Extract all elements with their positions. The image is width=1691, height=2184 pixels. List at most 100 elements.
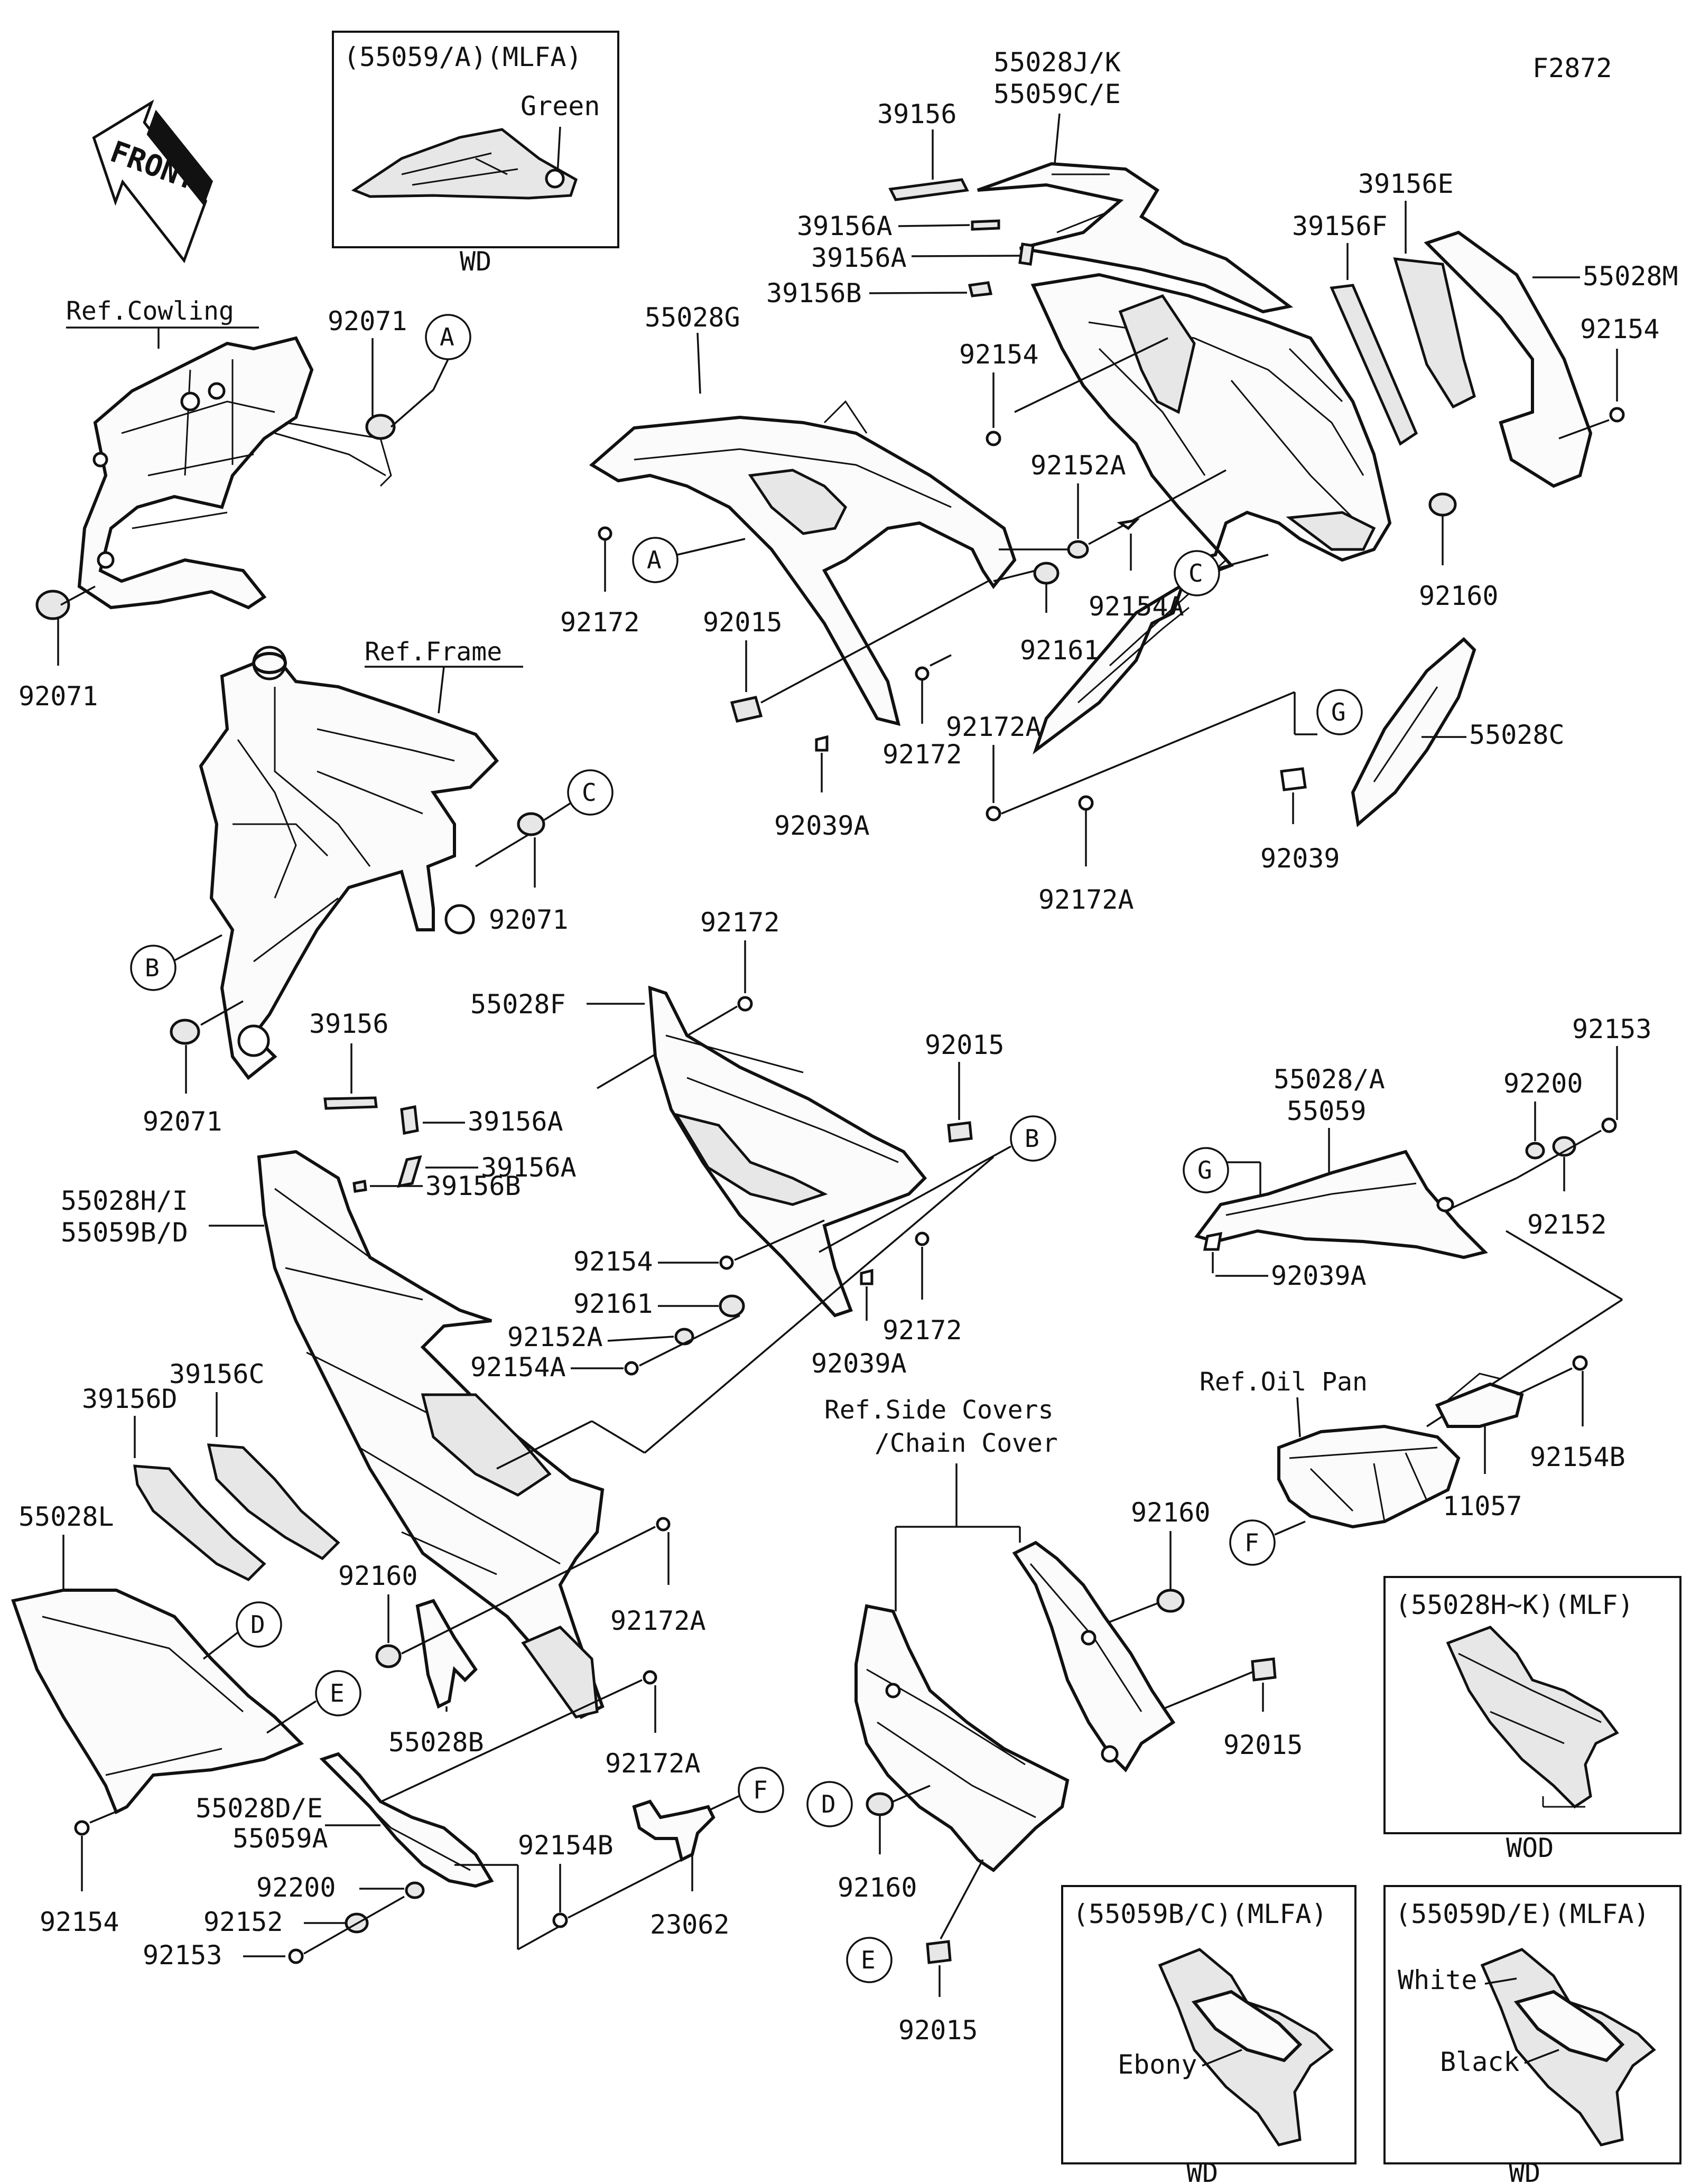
label-92154b-r: 92154B (1530, 1442, 1625, 1472)
label-92160-br2: 92160 (838, 1872, 917, 1903)
label-92172-tc: 92172 (882, 739, 962, 770)
upper-fairing-55028jk (977, 162, 1294, 314)
label-55059a: 55059A (233, 1823, 328, 1854)
bracket-55028c (1351, 637, 1476, 827)
lower-fairing-55028hi (257, 1150, 605, 1719)
label-92153-r: 92153 (1572, 1014, 1652, 1044)
label-55028jk: 55028J/K (993, 47, 1121, 78)
callout-b-1: B (145, 954, 160, 982)
inset-bc-footer: WD (1186, 2158, 1218, 2184)
inner-cowl-55028g (589, 400, 1017, 726)
ref-side-covers-1: Ref.Side Covers (824, 1395, 1053, 1425)
label-92200-r: 92200 (1503, 1068, 1583, 1099)
label-92172a-1: 92172A (946, 712, 1042, 742)
label-92015-br: 92015 (1223, 1730, 1303, 1760)
label-92152a-tc: 92152A (1030, 450, 1126, 481)
side-cover-right (1012, 1541, 1176, 1772)
label-92015-mid: 92015 (925, 1030, 1005, 1060)
label-39156-top: 39156 (877, 99, 957, 129)
callout-c-2: C (1188, 559, 1203, 587)
label-55028c: 55028C (1469, 720, 1565, 750)
label-39156a-mid-2: 39156A (481, 1152, 577, 1183)
label-92152a-mid: 92152A (507, 1322, 603, 1352)
label-92161-tc: 92161 (1020, 635, 1100, 666)
label-39156e: 39156E (1358, 169, 1454, 199)
inset-bc-title: (55059B/C)(MLFA) (1073, 1899, 1327, 1929)
label-92039a-r: 92039A (1271, 1261, 1367, 1291)
label-92152-r: 92152 (1527, 1209, 1607, 1240)
label-92154-bl: 92154 (40, 1907, 119, 1937)
under-cowl-55028l (11, 1589, 304, 1815)
label-39156a-top-1: 39156A (797, 211, 893, 241)
label-92152-bl: 92152 (203, 1907, 283, 1937)
label-23062: 23062 (650, 1909, 730, 1940)
inset-55059bc-mlfa: (55059B/C)(MLFA) Ebony WD (1061, 1885, 1356, 2184)
label-55028l: 55028L (18, 1501, 114, 1532)
label-39156c: 39156C (169, 1359, 265, 1389)
inset-55059a-mlfa: (55059/A)(MLFA) Green WD (332, 31, 619, 277)
label-92200-bl: 92200 (256, 1872, 336, 1903)
side-cover-55028de (319, 1752, 494, 1888)
inset-top-color-note: Green (521, 91, 600, 122)
label-11057: 11057 (1443, 1491, 1522, 1522)
label-39156b-mid: 39156B (425, 1171, 521, 1201)
label-92154a-tc: 92154A (1089, 591, 1184, 622)
label-92015-br2: 92015 (898, 2015, 978, 2046)
label-92154-mid: 92154 (573, 1246, 653, 1277)
bracket-55028b (415, 1599, 478, 1709)
label-55059ce: 55059C/E (993, 79, 1121, 109)
label-92153-bl: 92153 (143, 1940, 222, 1971)
callout-g-1: G (1331, 698, 1346, 726)
inset-de-color-note-2: Black (1440, 2047, 1520, 2077)
label-92015-tc: 92015 (703, 607, 783, 638)
label-92161-mid: 92161 (573, 1289, 653, 1319)
callout-f-2: F (1244, 1528, 1259, 1557)
label-92160-bl: 92160 (338, 1561, 418, 1591)
label-39156b-top: 39156B (766, 278, 862, 309)
label-55028b: 55028B (388, 1727, 484, 1758)
label-55059: 55059 (1287, 1096, 1367, 1126)
label-55028m: 55028M (1583, 261, 1678, 292)
label-92071-3: 92071 (489, 904, 569, 935)
label-92154-tr: 92154 (1580, 314, 1660, 344)
label-55028de: 55028D/E (196, 1793, 323, 1824)
label-92039a-tc: 92039A (774, 810, 870, 841)
label-92172a-2: 92172A (1038, 884, 1134, 915)
callout-b-2: B (1025, 1124, 1039, 1153)
inset-top-title: (55059/A)(MLFA) (343, 42, 582, 72)
callout-a-1: A (440, 323, 454, 351)
label-39156f: 39156F (1292, 211, 1388, 241)
cowling-bracket (77, 336, 392, 610)
label-92039: 92039 (1260, 843, 1340, 874)
label-92154a-mid: 92154A (470, 1352, 566, 1383)
side-cover-left (854, 1604, 1070, 1872)
label-39156a-top-2: 39156A (811, 242, 907, 273)
label-55059bd: 55059B/D (61, 1217, 188, 1248)
callout-c-1: C (582, 778, 597, 807)
label-55028f: 55028F (470, 989, 566, 1020)
label-55028a: 55028/A (1274, 1064, 1385, 1095)
bracket-23062 (632, 1799, 716, 1862)
inset-de-footer: WD (1509, 2158, 1540, 2184)
callout-d-1: D (250, 1610, 265, 1639)
label-92160-br: 92160 (1131, 1497, 1211, 1528)
label-39156d: 39156D (82, 1384, 178, 1414)
callout-e-2: E (861, 1946, 876, 1974)
label-92172a-bl1: 92172A (610, 1606, 706, 1636)
diagram-code: F2872 (1532, 53, 1612, 83)
label-92071-2: 92071 (18, 681, 98, 712)
label-55028g: 55028G (645, 302, 740, 333)
label-92154-tc: 92154 (959, 339, 1039, 370)
oil-pan (1277, 1373, 1524, 1529)
label-55028hi: 55028H/I (61, 1186, 188, 1216)
label-39156-mid: 39156 (309, 1009, 389, 1039)
callout-f-1: F (753, 1776, 768, 1804)
cover-55028a (1194, 1150, 1488, 1259)
frame (199, 646, 499, 1080)
inset-bc-color-note: Ebony (1118, 2049, 1197, 2080)
inset-55059de-mlfa: (55059D/E)(MLFA) White Black WD (1383, 1885, 1681, 2184)
inset-top-footer: WD (460, 246, 491, 277)
inset-de-title: (55059D/E)(MLFA) (1395, 1899, 1650, 1929)
label-92071-1: 92071 (328, 306, 407, 337)
